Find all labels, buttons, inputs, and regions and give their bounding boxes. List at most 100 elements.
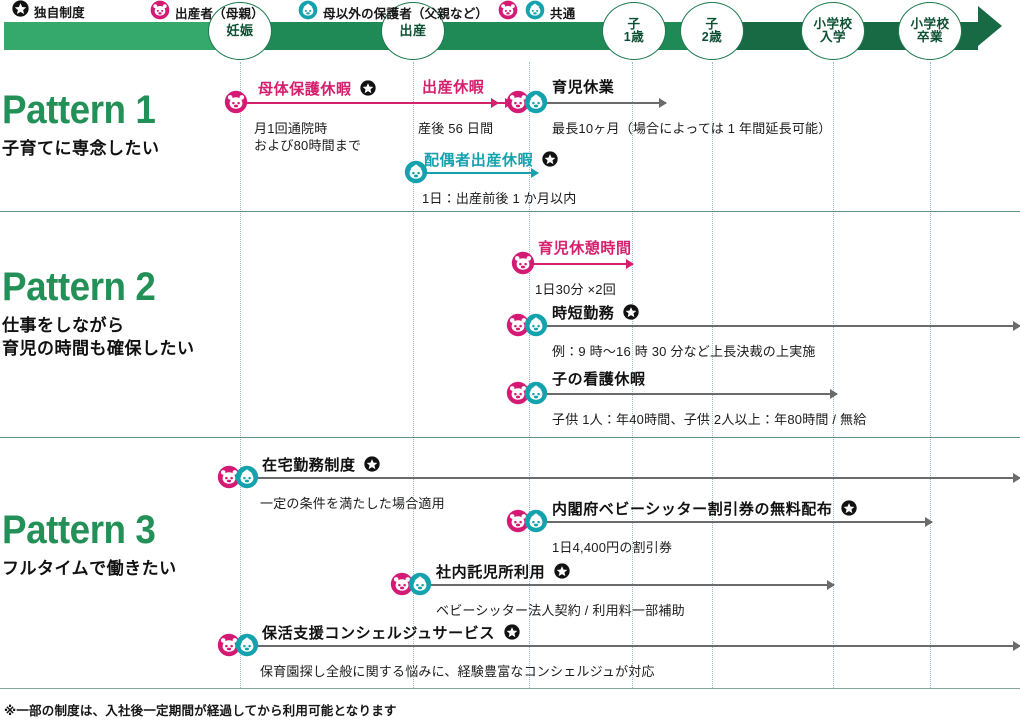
item-description: ベビーシッター法人契約 / 利用料一部補助 — [436, 603, 685, 618]
timeline-node-1[interactable]: 出産 — [381, 2, 445, 60]
item-description: 例：9 時〜16 時 30 分など上長決裁の上実施 — [552, 344, 816, 359]
timeline-node-label: 小学校 — [813, 16, 853, 31]
pattern-block-1: Pattern 1 子育てに専念したい — [2, 90, 169, 160]
unique-program-star-icon — [12, 0, 29, 22]
other-guardian-icon — [525, 0, 545, 25]
timeline-node-label: 妊娠 — [226, 22, 254, 38]
unique-program-star-icon — [542, 151, 558, 170]
pattern-subtitle: 仕事をしながら 育児の時間も確保したい — [2, 314, 195, 361]
item-description: 最長10ヶ月（場合によっては 1 年間延長可能） — [552, 121, 832, 136]
pattern-title: Pattern 3 — [2, 508, 156, 552]
legend: 独自制度 出産者（母親） 母以外の保護者（父親など） 共通 — [0, 0, 575, 25]
item-title: 時短勤務 — [552, 304, 639, 323]
pattern-subtitle: フルタイムで働きたい — [2, 559, 177, 578]
item-description: 産後 56 日間 — [418, 121, 494, 136]
item-description: および80時間まで — [254, 138, 362, 153]
item-description: 1日4,400円の割引券 — [552, 540, 673, 555]
timeline-connector — [538, 516, 933, 527]
pattern-title: Pattern 2 — [2, 265, 156, 309]
timeline-connector — [418, 168, 539, 178]
item-title-text: 時短勤務 — [552, 305, 615, 322]
item-description: 一定の条件を満たした場合適用 — [260, 496, 445, 511]
pattern-title: Pattern 1 — [2, 88, 156, 132]
timeline-node-label: 子 — [627, 16, 641, 31]
timeline-node-label: 2歳 — [701, 30, 723, 44]
pattern-block-2: Pattern 2 仕事をしながら 育児の時間も確保したい — [2, 267, 195, 361]
timeline-node-label: 卒業 — [916, 30, 943, 44]
timeline-connector — [538, 320, 1020, 331]
mother-icon — [150, 0, 170, 25]
item-description: 1日30分 ×2回 — [535, 282, 616, 297]
mother-icon — [390, 572, 414, 596]
timeline-segment — [413, 22, 634, 50]
arrow-tip-icon — [659, 97, 667, 108]
mother-icon — [506, 90, 530, 114]
item-title: 出産休暇 — [422, 80, 484, 95]
other-guardian-icon — [524, 381, 548, 405]
item-title-text: 保活支援コンシェルジュサービス — [262, 625, 495, 642]
item-title-text: 配偶者出産休暇 — [424, 152, 534, 169]
gridline-2 — [529, 62, 530, 688]
other-guardian-icon — [524, 313, 548, 337]
timeline-connector — [422, 579, 835, 590]
item-description: 子供 1人：年40時間、子供 2人以上：年80時間 / 無給 — [552, 412, 867, 427]
mother-icon — [498, 0, 518, 25]
other-guardian-icon — [524, 90, 548, 114]
timeline-node-label: 小学校 — [910, 16, 950, 31]
mother-icon — [506, 381, 530, 405]
other-guardian-icon — [298, 0, 318, 25]
timeline-connector — [250, 472, 1020, 483]
arrow-tip-icon — [531, 168, 539, 178]
arrow-tip-icon — [626, 259, 634, 269]
mother-icon — [506, 509, 530, 533]
timeline-node-0[interactable]: 妊娠 — [208, 2, 272, 60]
unique-program-star-icon — [504, 624, 520, 643]
item-title: 在宅勤務制度 — [262, 456, 381, 475]
item-title: 保活支援コンシェルジュサービス — [262, 624, 520, 643]
timeline-arrow-head — [978, 6, 1002, 46]
timeline-connector — [525, 259, 634, 269]
arrow-tip-icon — [827, 579, 835, 590]
item-title-text: 子の看護休暇 — [552, 371, 646, 388]
timeline-connector — [250, 640, 1020, 651]
arrow-tip-icon — [1013, 472, 1020, 483]
item-title: 母体保護休暇 — [258, 80, 377, 99]
timeline-node-5[interactable]: 小学校卒業 — [898, 2, 962, 60]
timeline-node-4[interactable]: 小学校入学 — [801, 2, 865, 60]
item-title: 子の看護休暇 — [552, 372, 646, 387]
item-title-text: 内閣府ベビーシッター割引券の無料配布 — [552, 501, 833, 518]
arrow-tip-icon — [1013, 320, 1020, 331]
other-guardian-icon — [235, 465, 259, 489]
item-title: 社内託児所利用 — [436, 563, 570, 582]
gridline-6 — [930, 62, 931, 688]
legend-label: 出産者（母親） — [175, 7, 264, 21]
legend-label: 独自制度 — [34, 5, 85, 20]
pattern-block-3: Pattern 3 フルタイムで働きたい — [2, 510, 177, 580]
item-title-text: 出産休暇 — [422, 79, 485, 96]
legend-item-0: 独自制度 — [12, 0, 85, 22]
item-title: 内閣府ベビーシッター割引券の無料配布 — [552, 500, 857, 519]
pattern-subtitle-line: 育児の時間も確保したい — [2, 339, 195, 359]
mother-icon — [511, 251, 535, 275]
item-title-text: 育児休業 — [552, 79, 615, 96]
timeline-node-label: 1歳 — [623, 30, 645, 44]
arrow-tip-icon — [830, 388, 838, 399]
section-divider-1 — [0, 211, 1020, 212]
unique-program-star-icon — [623, 304, 639, 323]
gridline-1 — [413, 62, 414, 688]
other-guardian-icon — [404, 160, 428, 184]
mother-icon — [217, 633, 241, 657]
unique-program-star-icon — [554, 563, 570, 582]
other-guardian-icon — [408, 572, 432, 596]
timeline-connector — [538, 388, 838, 399]
gridline-4 — [712, 62, 713, 688]
section-divider-2 — [0, 437, 1020, 438]
timeline-node-label: 出産 — [399, 22, 427, 38]
item-title-text: 母体保護休暇 — [258, 81, 352, 98]
footer-divider — [0, 688, 1020, 689]
timeline-connector — [538, 97, 667, 108]
